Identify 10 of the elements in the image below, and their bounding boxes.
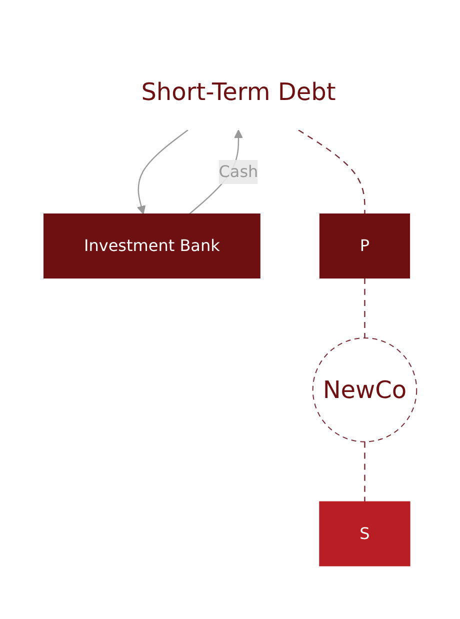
node-box: P <box>319 213 410 278</box>
node-text: Short-Term Debt <box>140 78 336 106</box>
edge-label: Cash <box>218 162 258 181</box>
connector <box>298 129 366 214</box>
node-circle: NewCo <box>312 337 417 442</box>
connector <box>364 441 366 502</box>
connector <box>364 278 366 338</box>
node-box: S <box>318 500 410 566</box>
node-box: Investment Bank <box>43 213 260 278</box>
arrow <box>136 129 188 214</box>
